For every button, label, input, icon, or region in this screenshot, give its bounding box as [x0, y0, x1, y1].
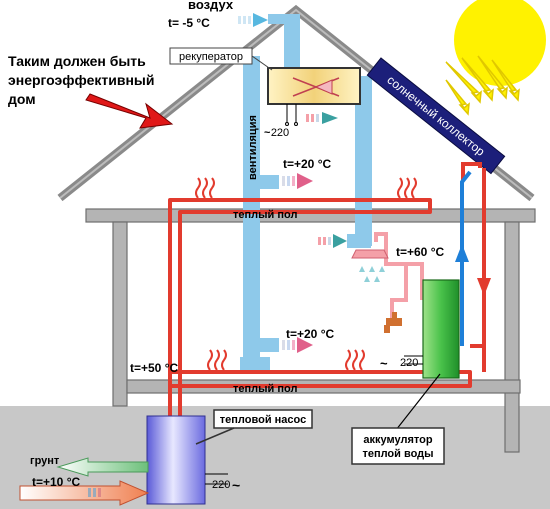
accumulator-pointer [395, 373, 441, 431]
recuperator [267, 67, 361, 105]
heat-wave-icon [195, 177, 417, 199]
warm-floor-lower: теплый пол [233, 383, 297, 395]
heat-pump-pointer [195, 427, 235, 445]
heat-wave-icon [207, 349, 365, 371]
temp-floor-supply: t=+50 °C [130, 361, 178, 375]
solar-return-pipe [461, 162, 482, 180]
left-wall [112, 221, 128, 407]
airflow-arrow-recup [306, 112, 338, 124]
shower-icon [351, 249, 389, 282]
warm-floor-pipes [168, 168, 486, 420]
tilde-icon: ~ [264, 127, 271, 139]
plug-icon [285, 104, 298, 126]
power-220-pump: 220 [212, 479, 230, 491]
headline-line2: энергоэффективный [8, 72, 154, 88]
cold-arrow-up [455, 244, 469, 262]
ground-loop-upper [56, 457, 149, 477]
ground-label: грунт [30, 455, 60, 467]
power-220-tank: 220 [400, 357, 418, 369]
headline-line3: дом [8, 91, 36, 107]
tilde-icon: ~ [232, 477, 240, 493]
recuperator-pointer [251, 55, 273, 71]
recuperator-label: рекуператор [179, 51, 243, 63]
temp-hot-water: t=+60 °C [396, 245, 444, 259]
power-220-top: 220 [271, 127, 289, 139]
hot-arrow-down [477, 278, 491, 296]
accumulator-label-box [351, 427, 445, 465]
hot-water-line [374, 232, 424, 318]
outside-temp: t= -5 °C [168, 16, 210, 30]
intake-arrow [238, 13, 268, 27]
accumulator-tank [422, 279, 460, 379]
solar-supply-pipe [460, 170, 472, 346]
big-arrow-icon [85, 93, 174, 129]
supply-arrow-upper [282, 173, 313, 189]
plug-icon [404, 355, 423, 365]
right-wall [504, 221, 520, 453]
ground-loop-lower [19, 480, 150, 506]
tilde-icon: ~ [380, 356, 388, 371]
supply-arrow-lower [282, 337, 313, 353]
ground-temp: t=+10 °C [32, 475, 80, 489]
accumulator-label-line1: аккумулятор [363, 434, 432, 446]
warm-floor-upper: теплый пол [233, 209, 297, 221]
air-label: воздух [188, 0, 234, 12]
headline-line1: Таким должен быть [8, 53, 146, 69]
accumulator-label-line2: теплой воды [362, 448, 433, 460]
heat-pump-label: тепловой насос [220, 414, 306, 426]
heat-pump-label-box [213, 409, 313, 429]
plug-icon [205, 473, 228, 485]
heat-pump [146, 415, 206, 505]
temp-lower: t=+20 °C [286, 327, 334, 341]
sun-icon [445, 0, 546, 116]
temp-upper: t=+20 °C [283, 157, 331, 171]
tap-icon [384, 312, 402, 333]
supply-arrow-middle [318, 234, 347, 248]
ventilation-label: вентиляция [247, 115, 259, 180]
